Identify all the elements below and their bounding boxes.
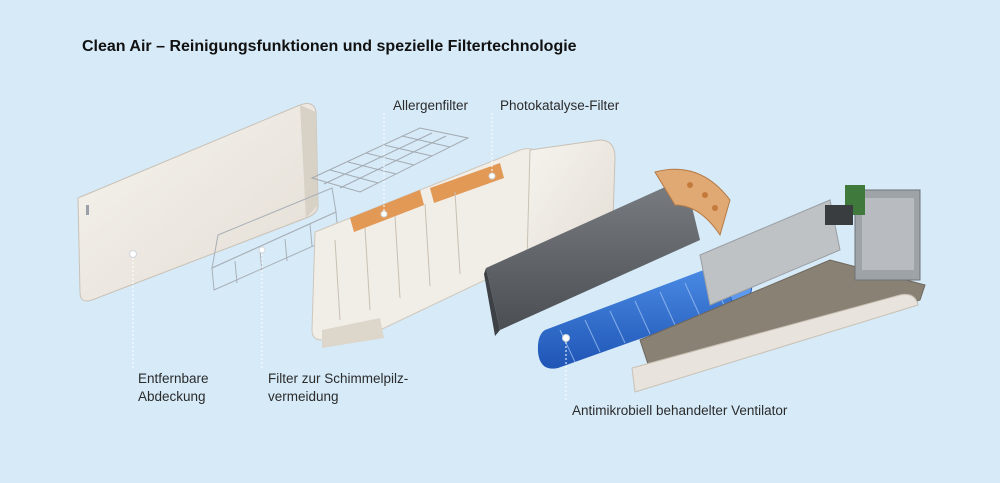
label-removable-cover-line1: Entfernbare [138,371,209,386]
label-antimicrobial-fan: Antimikrobiell behandelter Ventilator [572,403,788,418]
top-grid-filter [310,127,470,193]
chassis-with-filters [311,148,549,348]
label-allergen-filter: Allergenfilter [393,98,469,113]
label-removable-cover-line2: Abdeckung [138,389,206,404]
label-removable-cover: Entfernbare Abdeckung [138,370,209,406]
label-mold-filter: Filter zur Schimmelpilz- vermeidung [268,370,408,406]
leader-lines [132,113,567,400]
back-housing [631,185,926,393]
label-mold-filter-line1: Filter zur Schimmelpilz- [268,371,409,386]
front-cover-panel [77,103,319,302]
label-mold-filter-line2: vermeidung [268,389,339,404]
photocatalysis-filter-block [484,168,731,336]
page-title: Clean Air – Reinigungsfunktionen und spe… [82,38,577,55]
label-photocatalysis-filter: Photokatalyse-Filter [500,98,620,113]
